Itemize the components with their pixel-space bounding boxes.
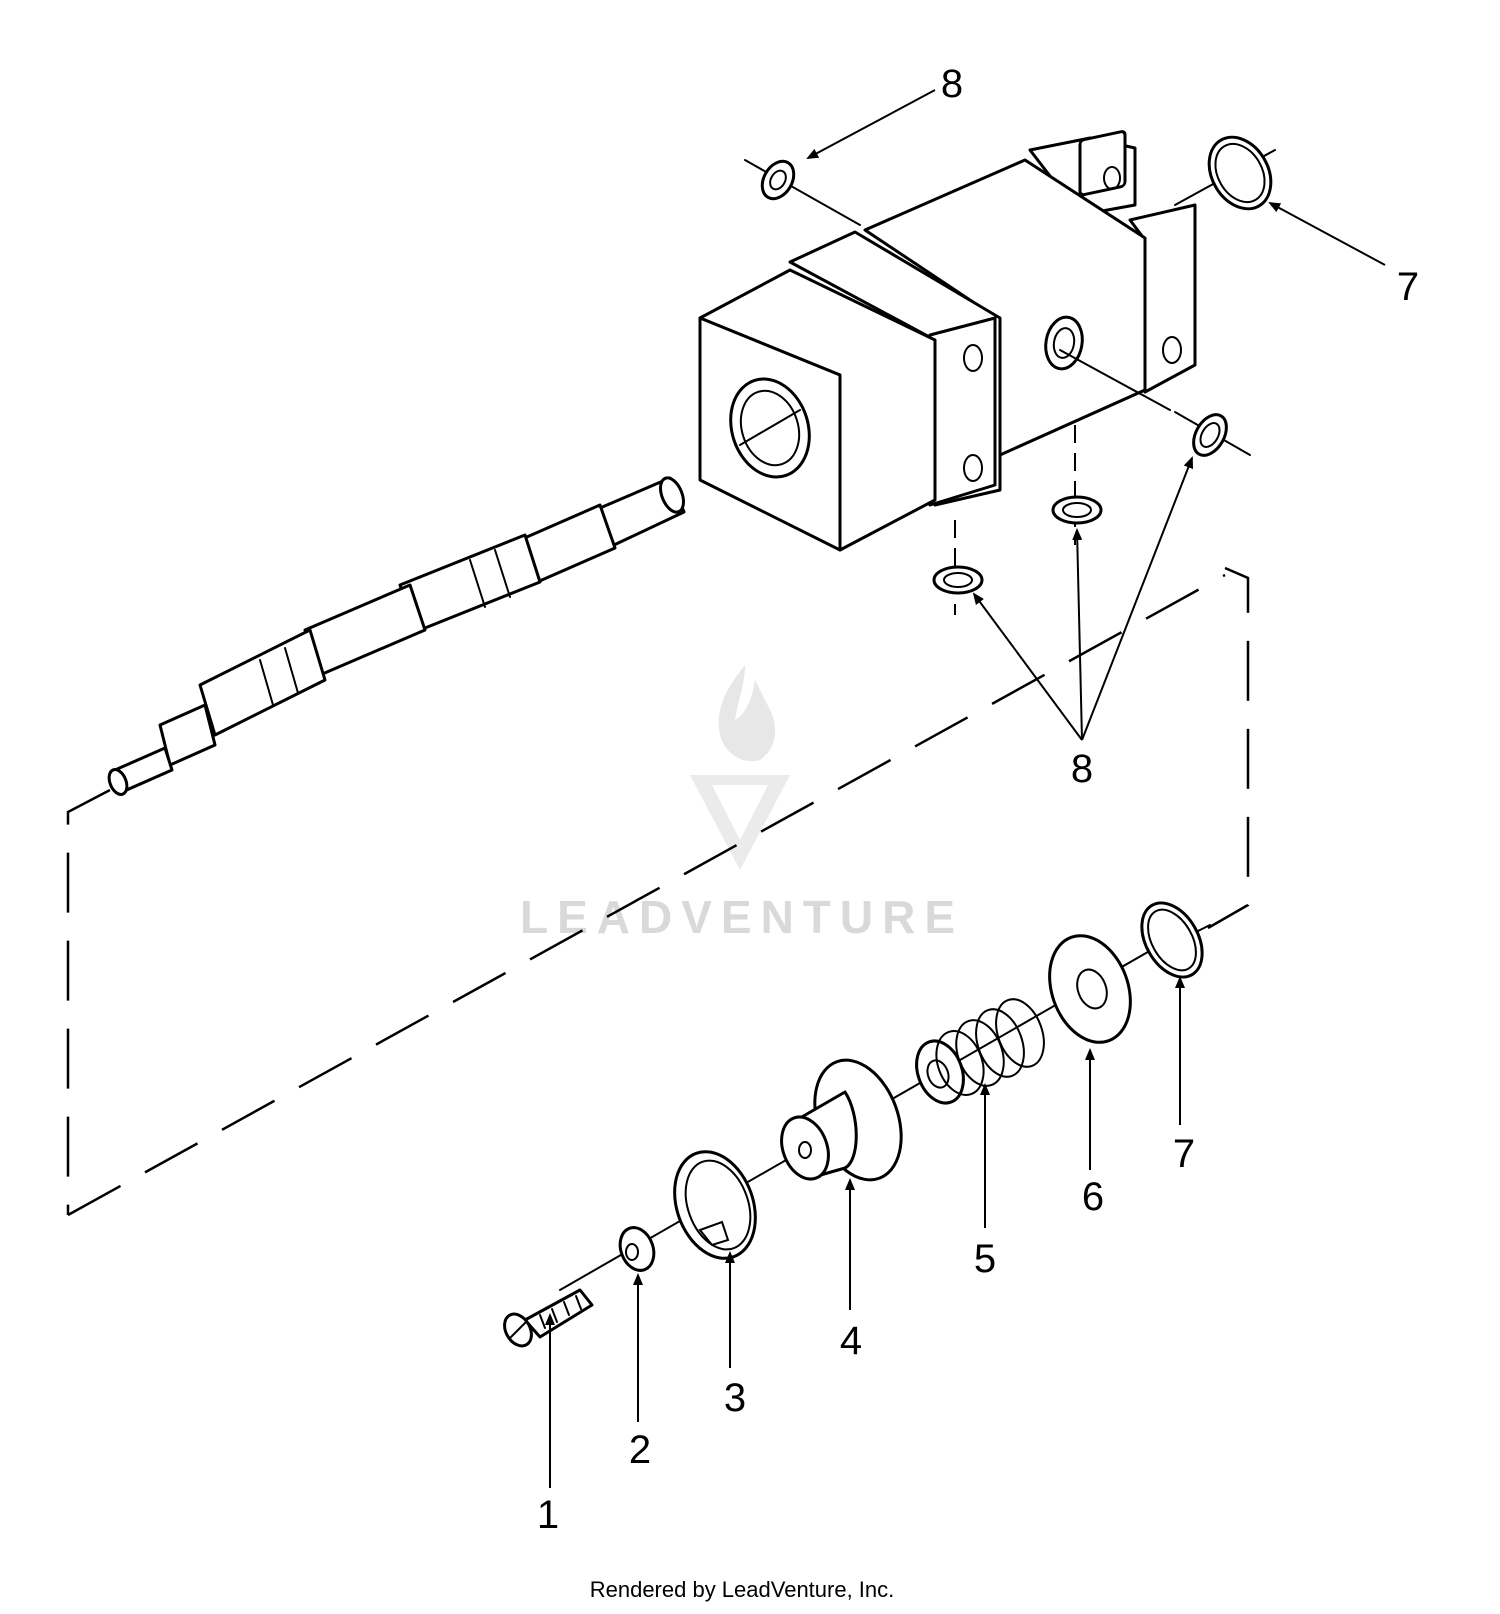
exploded-parts	[503, 901, 1204, 1348]
callout-8-top: 8	[941, 62, 963, 106]
callout-8-group: 8	[1071, 747, 1093, 791]
snap-ring	[673, 1150, 757, 1260]
o-ring-right	[1174, 411, 1251, 457]
valve-body	[698, 130, 1197, 552]
callout-1: 1	[537, 1493, 559, 1537]
screw	[503, 1288, 594, 1348]
top-o-ring	[744, 159, 861, 226]
disc	[1048, 934, 1132, 1044]
spool-shaft	[107, 476, 686, 796]
o-ring-middle	[1051, 425, 1103, 545]
spring	[915, 998, 1045, 1105]
callout-4: 4	[840, 1319, 862, 1363]
watermark-text: LEADVENTURE	[520, 891, 964, 943]
callout-3: 3	[724, 1376, 746, 1420]
end-cap	[780, 1058, 903, 1182]
ring	[1140, 901, 1204, 979]
o-ring-left	[932, 520, 984, 615]
top-ring	[1174, 135, 1276, 211]
washer	[618, 1226, 656, 1272]
callout-5: 5	[974, 1237, 996, 1281]
leader-arrows	[545, 89, 1386, 1488]
watermark-logo	[690, 665, 790, 870]
callout-2: 2	[629, 1428, 651, 1472]
callout-7-bottom: 7	[1173, 1132, 1195, 1176]
assembly-dashed-lines	[66, 566, 1250, 1217]
footer-credit: Rendered by LeadVenture, Inc.	[590, 1577, 895, 1602]
callout-7-top: 7	[1397, 265, 1419, 309]
callout-6: 6	[1082, 1175, 1104, 1219]
